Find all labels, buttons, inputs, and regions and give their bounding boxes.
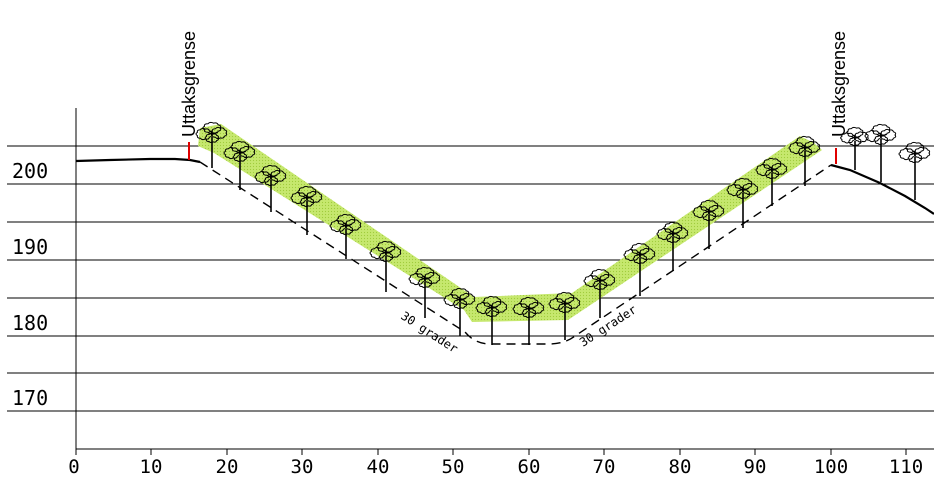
boundary-markers bbox=[188, 142, 837, 164]
tree-icon bbox=[223, 140, 256, 190]
x-tick-label: 30 bbox=[291, 456, 314, 477]
tree-icon bbox=[583, 268, 616, 318]
terrain-left bbox=[75, 157, 201, 164]
tree-icon bbox=[726, 177, 759, 228]
tree-icon bbox=[656, 221, 689, 271]
tree-icon bbox=[864, 123, 897, 182]
x-tick-label: 20 bbox=[216, 456, 239, 477]
x-tick-label: 60 bbox=[518, 456, 541, 477]
x-tick-label: 80 bbox=[669, 456, 692, 477]
boundary-label-left: Uttaksgrense bbox=[179, 31, 199, 137]
tree-icon bbox=[369, 240, 402, 292]
tree-icon bbox=[623, 242, 656, 296]
tree-icon bbox=[755, 157, 788, 206]
tree-icon bbox=[692, 199, 725, 249]
tree-icon bbox=[254, 164, 287, 212]
x-axis-ticks bbox=[75, 449, 907, 455]
x-tick-label: 0 bbox=[68, 456, 79, 477]
tree-icon bbox=[898, 141, 931, 200]
x-tick-label: 100 bbox=[814, 456, 848, 477]
tree-icon bbox=[548, 291, 581, 340]
x-tick-label: 50 bbox=[442, 456, 465, 477]
x-tick-label: 10 bbox=[140, 456, 163, 477]
tree-icon bbox=[788, 135, 821, 186]
slope-label-left: 30 grader bbox=[398, 309, 460, 356]
tree-icon bbox=[512, 296, 545, 345]
tree-icon bbox=[329, 213, 362, 259]
excavation-line bbox=[199, 161, 832, 345]
x-tick-label: 70 bbox=[593, 456, 616, 477]
x-axis-labels: 0 10 20 30 40 50 60 70 80 90 100 110 bbox=[68, 456, 923, 477]
y-tick-label: 190 bbox=[12, 235, 48, 259]
y-axis-labels: 200 190 180 170 bbox=[12, 159, 48, 410]
tree-icon bbox=[408, 266, 441, 318]
tree-icon bbox=[840, 126, 869, 170]
y-tick-label: 180 bbox=[12, 311, 48, 335]
axes bbox=[75, 108, 934, 450]
boundary-label-right: Uttaksgrense bbox=[829, 31, 849, 137]
tree-icon bbox=[475, 295, 508, 345]
y-tick-label: 200 bbox=[12, 159, 48, 183]
elevation-lines bbox=[7, 145, 934, 412]
x-tick-label: 90 bbox=[744, 456, 767, 477]
y-tick-label: 170 bbox=[12, 386, 48, 410]
tree-icon bbox=[290, 185, 323, 235]
tree-icon bbox=[443, 287, 476, 336]
terrain-right bbox=[830, 163, 934, 215]
vegetation-band bbox=[198, 124, 822, 322]
x-tick-label: 110 bbox=[889, 456, 923, 477]
x-tick-label: 40 bbox=[367, 456, 390, 477]
tree-icon bbox=[195, 121, 228, 168]
slope-label-right: 30 grader bbox=[577, 302, 639, 349]
trees bbox=[195, 121, 931, 345]
